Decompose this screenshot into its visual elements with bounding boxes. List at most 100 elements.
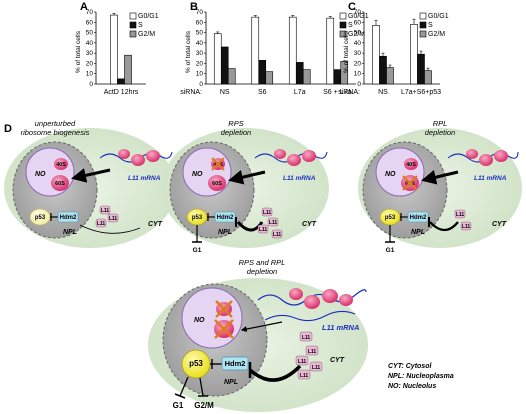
y-axis-label: % of total cells: [75, 30, 82, 73]
l11-proteins: L11 L11 L11 L11 L11: [295, 331, 323, 380]
polysome: [466, 149, 478, 159]
label-nucleolus: NO: [35, 171, 46, 178]
label-p53: p53: [35, 215, 46, 221]
y-tick-label: 50: [354, 30, 362, 37]
svg-text:L11: L11: [101, 208, 110, 214]
l11-mrna-strand: [257, 289, 367, 306]
inhibition-arc: [236, 220, 264, 232]
label-nucleolus: NO: [192, 171, 203, 178]
panel-letter-c: C: [348, 1, 356, 13]
label-l11-mrna: L11 mRNA: [474, 175, 507, 182]
bar-g0g1: [372, 25, 380, 85]
svg-text:L11: L11: [300, 373, 309, 379]
polysome: [322, 289, 338, 303]
y-tick-label: 10: [196, 71, 204, 78]
label-hdm2: Hdm2: [60, 215, 77, 221]
bar-g0g1: [410, 24, 418, 85]
legend-label: G0/G1: [138, 13, 159, 20]
label-npl: NPL: [224, 379, 238, 386]
category-label: L7a+S6+p53: [401, 89, 441, 96]
glossary-npl: NPL: Nucleoplasma: [388, 373, 454, 380]
legend-swatch: [129, 12, 137, 20]
y-axis-label: % of total cells: [185, 30, 192, 73]
l11-proteins: L11 L11 L11 L11: [257, 207, 283, 239]
title-line-1: RPL: [433, 119, 448, 128]
bar-s: [417, 53, 425, 85]
cell-rps-rpl-depletion: 4 6 NO p53 Hdm2 NPL G1 G2/M L11 L11 L11: [148, 258, 368, 412]
svg-text:L11: L11: [273, 232, 282, 238]
title-line-2: ribosome biogenesis: [21, 128, 90, 137]
l11-proteins: L11 L11 L11: [95, 205, 119, 228]
y-tick-label: 40: [86, 40, 94, 47]
bar-s: [333, 69, 342, 85]
g2m-line: [199, 377, 204, 397]
l11-path: [79, 224, 141, 234]
label-g1: G1: [386, 247, 395, 254]
bar-g0g1: [213, 33, 222, 85]
label-60s: 60S: [55, 181, 65, 187]
label-nucleolus: NO: [385, 171, 396, 178]
polysome: [479, 154, 493, 166]
y-tick-label: 40: [354, 40, 362, 47]
label-60s: 60S: [212, 181, 222, 187]
svg-text:L11: L11: [312, 365, 321, 371]
label-l11-mrna: L11 mRNA: [128, 175, 161, 182]
y-tick-label: 0: [89, 81, 93, 88]
svg-text:L11: L11: [298, 359, 307, 365]
title-line-1: RPS and RPL: [239, 258, 286, 267]
svg-text:L11: L11: [308, 349, 317, 355]
label-cytosol: CYT: [148, 221, 163, 228]
title-line-2: depletion: [221, 128, 251, 137]
y-tick-label: 0: [199, 81, 203, 88]
glossary: CYT: Cytosol NPL: Nucleoplasma NO: Nucle…: [388, 363, 454, 390]
polysome: [146, 150, 160, 162]
bar-s: [258, 60, 267, 85]
label-p53: p53: [189, 359, 203, 368]
polysome: [289, 288, 303, 300]
nucleolus: [25, 147, 75, 197]
bar-g0g1: [326, 17, 335, 85]
bar-g0g1: [251, 16, 260, 85]
svg-text:L11: L11: [259, 227, 268, 233]
nucleolus: [181, 287, 243, 349]
label-cytosol: CYT: [302, 221, 317, 228]
y-tick-label: 30: [86, 50, 94, 57]
label-p53: p53: [192, 215, 203, 221]
legend-swatch: [339, 12, 347, 20]
export-arrow: [228, 169, 266, 185]
export-arrow: [240, 321, 283, 333]
legend-label: S: [348, 22, 353, 29]
blocked-mark: [211, 157, 225, 171]
label-cytosol: CYT: [492, 221, 507, 228]
export-arrow: [421, 169, 459, 185]
svg-text:L11: L11: [109, 216, 118, 222]
bar-s: [220, 46, 229, 85]
legend-swatch: [129, 21, 137, 29]
legend-swatch: [129, 30, 137, 38]
label-hdm2: Hdm2: [225, 359, 246, 368]
legend-swatch: [419, 30, 427, 38]
ribosome-60s: [208, 175, 226, 191]
sirna-label: siRNA:: [180, 89, 202, 96]
ribosome-60s: [51, 175, 69, 191]
polysome: [304, 295, 320, 309]
title-line-1: unperturbed: [35, 119, 76, 128]
hdm2-node: [221, 356, 249, 371]
label-cytosol: CYT: [330, 357, 345, 364]
inhibition-arc: [248, 364, 302, 382]
legend-swatch: [339, 30, 347, 38]
legend-label: S: [428, 22, 433, 29]
label-npl: NPL: [63, 229, 77, 236]
label-p53: p53: [385, 215, 396, 221]
hdm2-node: [57, 211, 79, 223]
y-tick-label: 10: [86, 71, 94, 78]
inhibition-arc: [429, 221, 459, 232]
svg-text:L11: L11: [302, 335, 311, 341]
l11-proteins: L11 L11: [454, 209, 472, 231]
cell-rpl-depletion: 40S 60S NO p53 Hdm2 NPL G1 L11 L11 L11 m…: [358, 119, 522, 254]
legend-label: G2/M: [348, 31, 365, 38]
y-tick-label: 70: [196, 9, 204, 16]
